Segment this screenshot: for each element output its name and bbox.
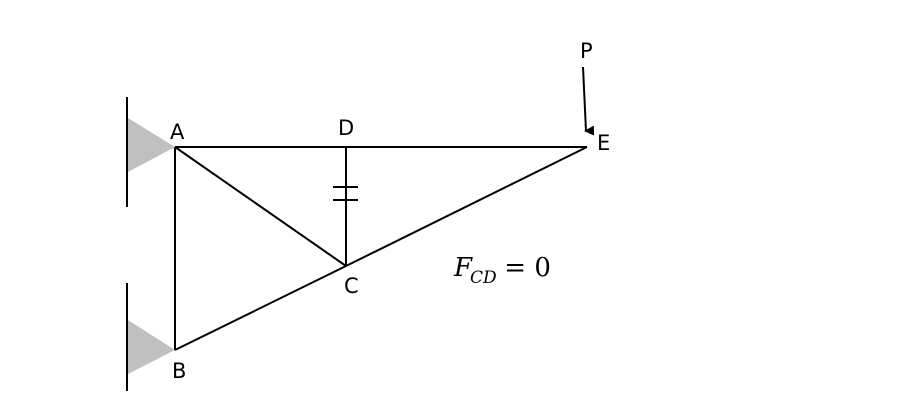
equation-rest: = 0	[496, 253, 551, 283]
load-arrow	[582, 66, 595, 136]
pin-support-b	[128, 320, 175, 374]
node-label-d: D	[338, 116, 354, 140]
pin-support-a	[128, 118, 175, 172]
member-ac	[174, 146, 347, 267]
load-label-p: P	[580, 39, 593, 63]
node-label-c: C	[344, 274, 359, 298]
zero-force-equation: F CD = 0	[453, 253, 551, 288]
node-label-b: B	[172, 359, 186, 383]
equation-subscript: CD	[470, 268, 497, 288]
member-bc	[174, 265, 347, 351]
equation-symbol: F	[453, 253, 473, 283]
member-ce	[345, 146, 588, 267]
node-label-a: A	[170, 120, 185, 144]
node-label-e: E	[597, 131, 610, 155]
